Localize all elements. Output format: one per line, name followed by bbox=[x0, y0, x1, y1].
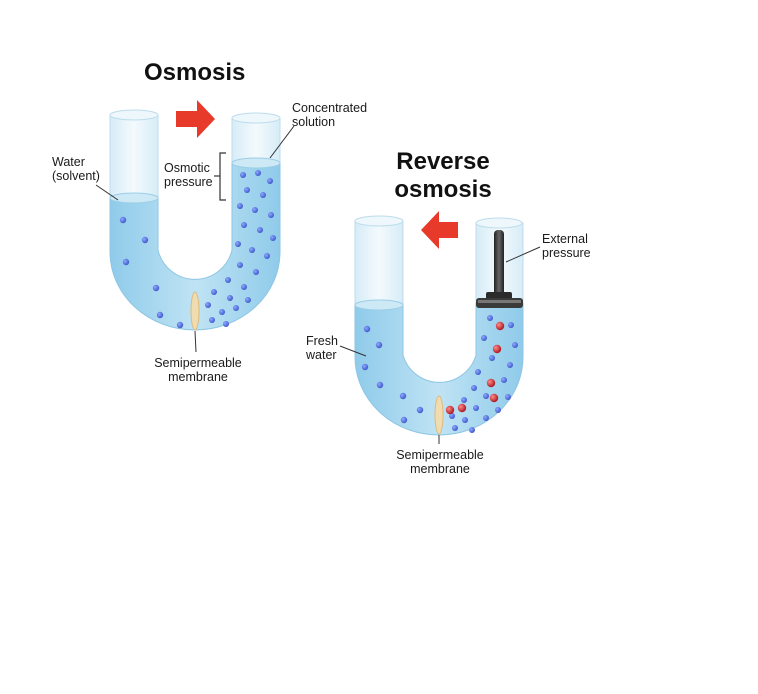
ro-membrane-label: Semipermeable membrane bbox=[396, 448, 484, 476]
reverse-osmosis-title: Reverse osmosis bbox=[394, 148, 492, 203]
osmotic-pressure-label: Osmotic pressure bbox=[164, 161, 213, 189]
concentrated-leader-line bbox=[269, 125, 295, 159]
reverse-osmosis-arrow-icon bbox=[421, 211, 458, 249]
fresh-leader-line bbox=[339, 345, 367, 357]
osmosis-membrane bbox=[190, 291, 200, 331]
ro-solvent-dots bbox=[361, 315, 518, 433]
concentrated-solution-label: Concentrated solution bbox=[292, 101, 368, 129]
reverse-osmosis-tube bbox=[354, 215, 524, 436]
osmotic-pressure-bracket bbox=[219, 152, 226, 201]
ro-solute-dots bbox=[445, 321, 505, 415]
osmosis-title: Osmosis bbox=[144, 59, 246, 86]
osmosis-membrane-leader-line bbox=[194, 330, 197, 353]
osmosis-arrow-icon bbox=[176, 100, 215, 138]
water-leader-line bbox=[95, 184, 119, 201]
piston-icon bbox=[476, 230, 523, 308]
external-leader-line bbox=[505, 246, 541, 263]
water-label: Water (solvent) bbox=[52, 155, 100, 183]
osmosis-solvent-dots bbox=[119, 170, 276, 329]
osmosis-tube bbox=[109, 109, 281, 331]
osmosis-membrane-label: Semipermeable membrane bbox=[154, 356, 242, 384]
external-pressure-label: External pressure bbox=[542, 232, 591, 260]
ro-membrane bbox=[434, 395, 444, 435]
fresh-water-label: Fresh water bbox=[306, 334, 338, 362]
